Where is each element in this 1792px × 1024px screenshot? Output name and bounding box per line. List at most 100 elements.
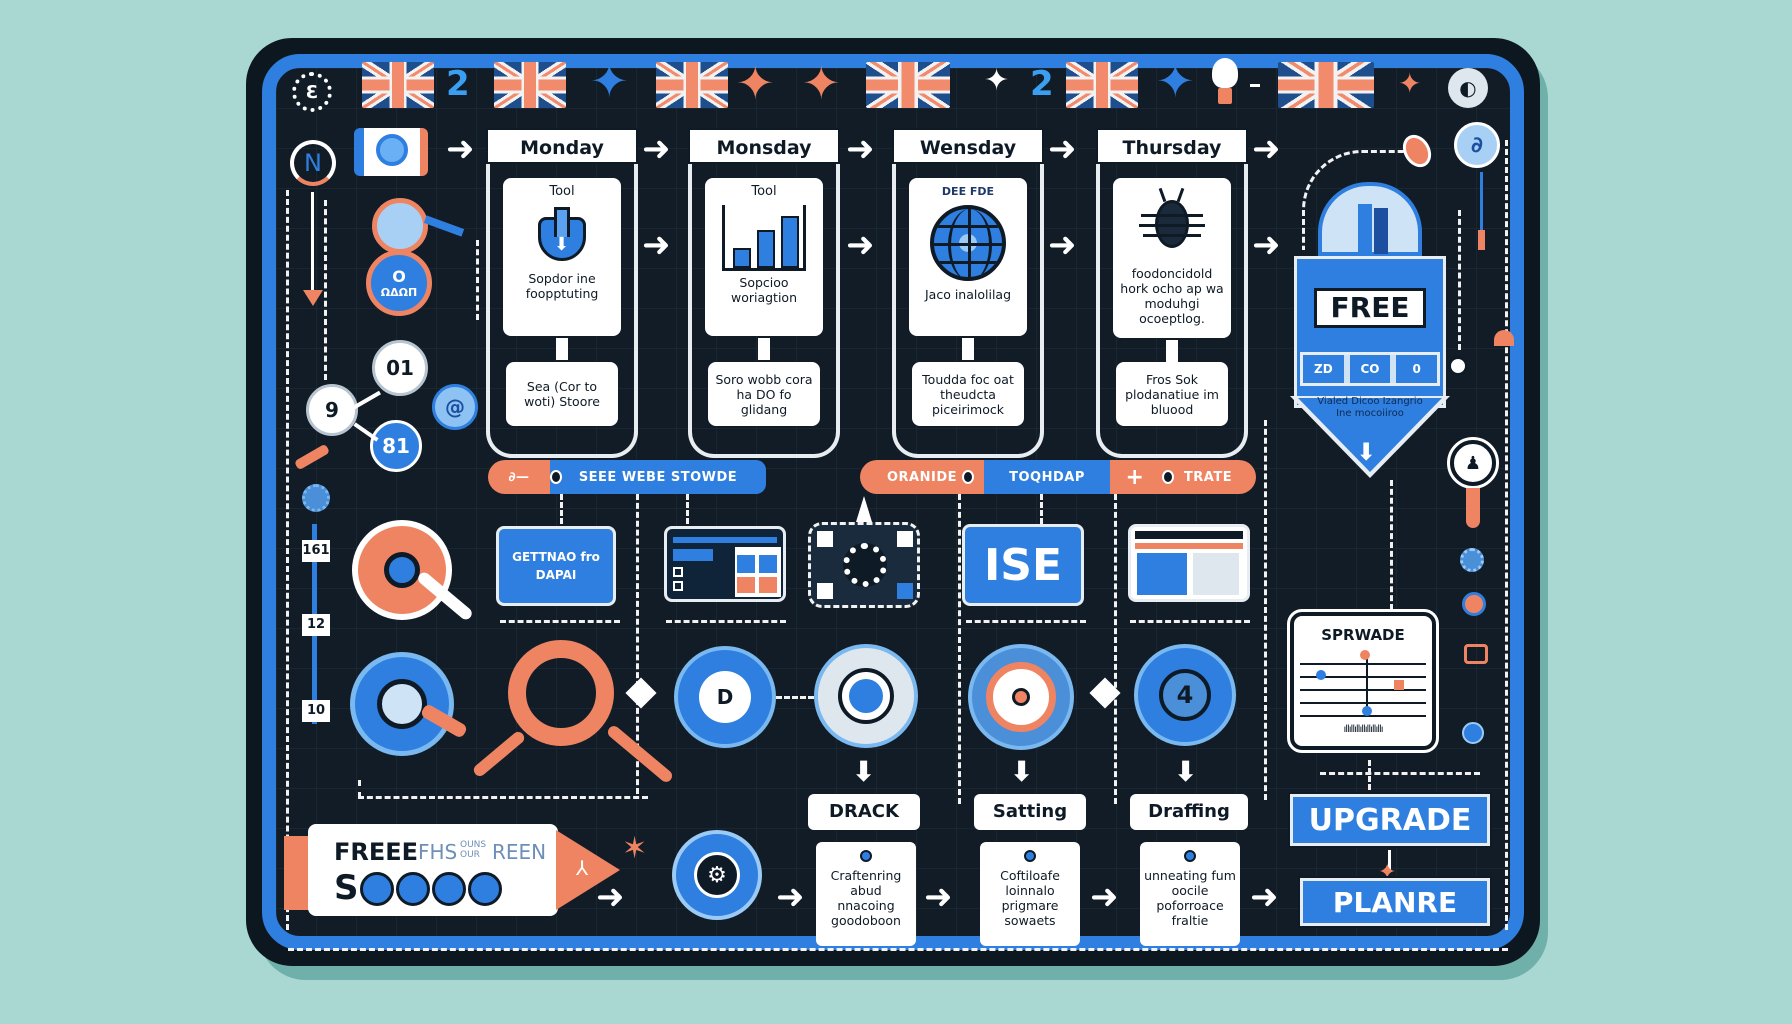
- connector-line: [1040, 494, 1043, 524]
- chart-card[interactable]: SPRWADE ıllıllıllıllıllıllıllı: [1287, 609, 1439, 753]
- pill-toqhdap[interactable]: TOQHDAP: [984, 460, 1110, 494]
- day-header: Monday: [486, 128, 638, 164]
- orange-ring-magnifier-icon[interactable]: [508, 640, 614, 746]
- day-note: Soro wobb cora ha DO fo glidang: [708, 362, 820, 426]
- step-label-satting[interactable]: Satting: [974, 794, 1086, 830]
- tag-fields: ZD CO 0: [1300, 352, 1440, 386]
- step-card: Craftenring abud nnacoing goodoboon: [816, 842, 916, 946]
- document-window-tile[interactable]: [1128, 524, 1250, 602]
- swirl-node[interactable]: @: [432, 384, 478, 430]
- gear-icon: [1460, 548, 1484, 572]
- banner-arrowhead: [556, 830, 620, 910]
- gear-circle-icon[interactable]: ⚙: [672, 830, 762, 920]
- rail-line-tip: [1478, 230, 1485, 250]
- small-node-icon[interactable]: [1448, 356, 1468, 376]
- pill-left-cap: ∂—: [488, 460, 550, 494]
- day-card: DEE FDE Jaco inalolilag: [909, 178, 1027, 336]
- planre-button[interactable]: PLANRE: [1298, 876, 1492, 928]
- download-shield-icon: ⬇: [534, 207, 590, 265]
- banner-headline: FREEE: [334, 838, 419, 866]
- free-label: FREE: [1314, 288, 1426, 328]
- step-dot: [860, 850, 872, 862]
- day-note: Toudda foc oat theudcta piceirimock: [912, 362, 1024, 426]
- day-note: Fros Sok plodanatiue im bluood: [1116, 362, 1228, 426]
- arrow-right-icon: ➜: [846, 129, 875, 169]
- day-card: foodoncidold hork ocho ap wa moduhgi oco…: [1113, 178, 1231, 338]
- banner-faded-2: OUNS OUR: [460, 840, 487, 860]
- star-orange-icon: ✶: [622, 831, 648, 866]
- settings-gear-panel[interactable]: [808, 522, 920, 608]
- down-arrow-icon: ⬇: [1010, 755, 1034, 788]
- connector-line: [1390, 480, 1393, 610]
- pill-trate[interactable]: TRATE: [1160, 460, 1256, 494]
- banner-faded-1: FHS: [418, 840, 458, 864]
- chart-title: SPRWADE: [1321, 626, 1405, 644]
- day-header: Wensday: [892, 128, 1044, 164]
- pin-icon: [1494, 330, 1514, 346]
- bottom-dashed-line: [288, 948, 1508, 951]
- day-column-frame: [688, 162, 840, 458]
- pill-left-label[interactable]: SEEE WEBE STOWDE: [550, 460, 766, 494]
- uk-flag-icon: [494, 62, 566, 108]
- pill-plus-cap[interactable]: +: [1110, 460, 1160, 494]
- chat-bubble-icon[interactable]: ◐: [1448, 68, 1488, 108]
- chart-point: [1316, 670, 1326, 680]
- card-title: Tool: [751, 184, 777, 199]
- code-dot: [360, 872, 394, 906]
- connector-line: [958, 494, 961, 804]
- timer-icon[interactable]: ♟: [1447, 437, 1499, 489]
- tag-point-inner: [1298, 398, 1442, 472]
- connector-line: [1368, 760, 1371, 790]
- blue-dot-icon: [1462, 722, 1484, 744]
- arrow-right-icon: ➜: [446, 129, 475, 169]
- node-9[interactable]: 9: [306, 384, 358, 436]
- n-badge[interactable]: N: [290, 140, 336, 186]
- up-arrow-icon: [856, 496, 872, 522]
- down-arrow-line: [311, 192, 314, 292]
- badge-eye[interactable]: [814, 644, 918, 748]
- day-header: Thursday: [1096, 128, 1248, 164]
- pencil-circle-icon[interactable]: ∂: [1454, 122, 1500, 168]
- arrow-right-icon: ➜: [1090, 877, 1119, 917]
- step-label-draffing[interactable]: Draffing: [1130, 794, 1248, 830]
- card-stem: [758, 338, 770, 360]
- upgrade-button[interactable]: UPGRADE: [1288, 792, 1492, 848]
- pin-connector: [1388, 850, 1391, 872]
- node-81[interactable]: 81: [370, 420, 422, 472]
- badge-clock[interactable]: [968, 644, 1074, 750]
- chart-point: [1360, 650, 1370, 660]
- gear-icon: [302, 484, 330, 512]
- banner-code-prefix: S: [334, 868, 359, 908]
- arrow-right-icon: ➜: [776, 877, 805, 917]
- chart-point: [1362, 706, 1372, 716]
- dash-separator: [1250, 84, 1260, 87]
- code-dot: [432, 872, 466, 906]
- badge-d[interactable]: D: [674, 646, 776, 748]
- day-header: Monsday: [688, 128, 840, 164]
- tile-underline: [666, 620, 786, 623]
- timer-handle: [1466, 488, 1480, 528]
- rail-line: [1480, 172, 1483, 232]
- banner-body: [308, 824, 558, 916]
- code-dots: [360, 872, 502, 906]
- day-column-frame: [1096, 162, 1248, 458]
- camera-widget[interactable]: [354, 128, 428, 176]
- ise-tile[interactable]: ISE: [962, 524, 1084, 606]
- down-arrow-icon: ⬇: [1174, 755, 1198, 788]
- badge-link: [776, 696, 814, 699]
- card-stem: [962, 338, 974, 360]
- dashboard-window-tile[interactable]: [664, 526, 786, 602]
- bag-icon: [1464, 644, 1488, 664]
- banner-cap: [284, 836, 310, 910]
- dial-icon[interactable]: [352, 520, 452, 620]
- badge-4[interactable]: 4: [1134, 644, 1236, 746]
- step-card: Coftiloafe loinnalo prigmare sowaets: [980, 842, 1080, 946]
- tag-dome: [1318, 182, 1422, 256]
- step-card: unneating fum oocile poforroace fraltie: [1140, 842, 1240, 946]
- step-label-drack[interactable]: DRACK: [808, 794, 920, 830]
- tile-underline: [966, 620, 1086, 623]
- get-data-button[interactable]: GETTNAO fro DAPAI: [496, 526, 616, 606]
- counter-box: 10: [302, 700, 330, 722]
- node-01[interactable]: 01: [372, 340, 428, 396]
